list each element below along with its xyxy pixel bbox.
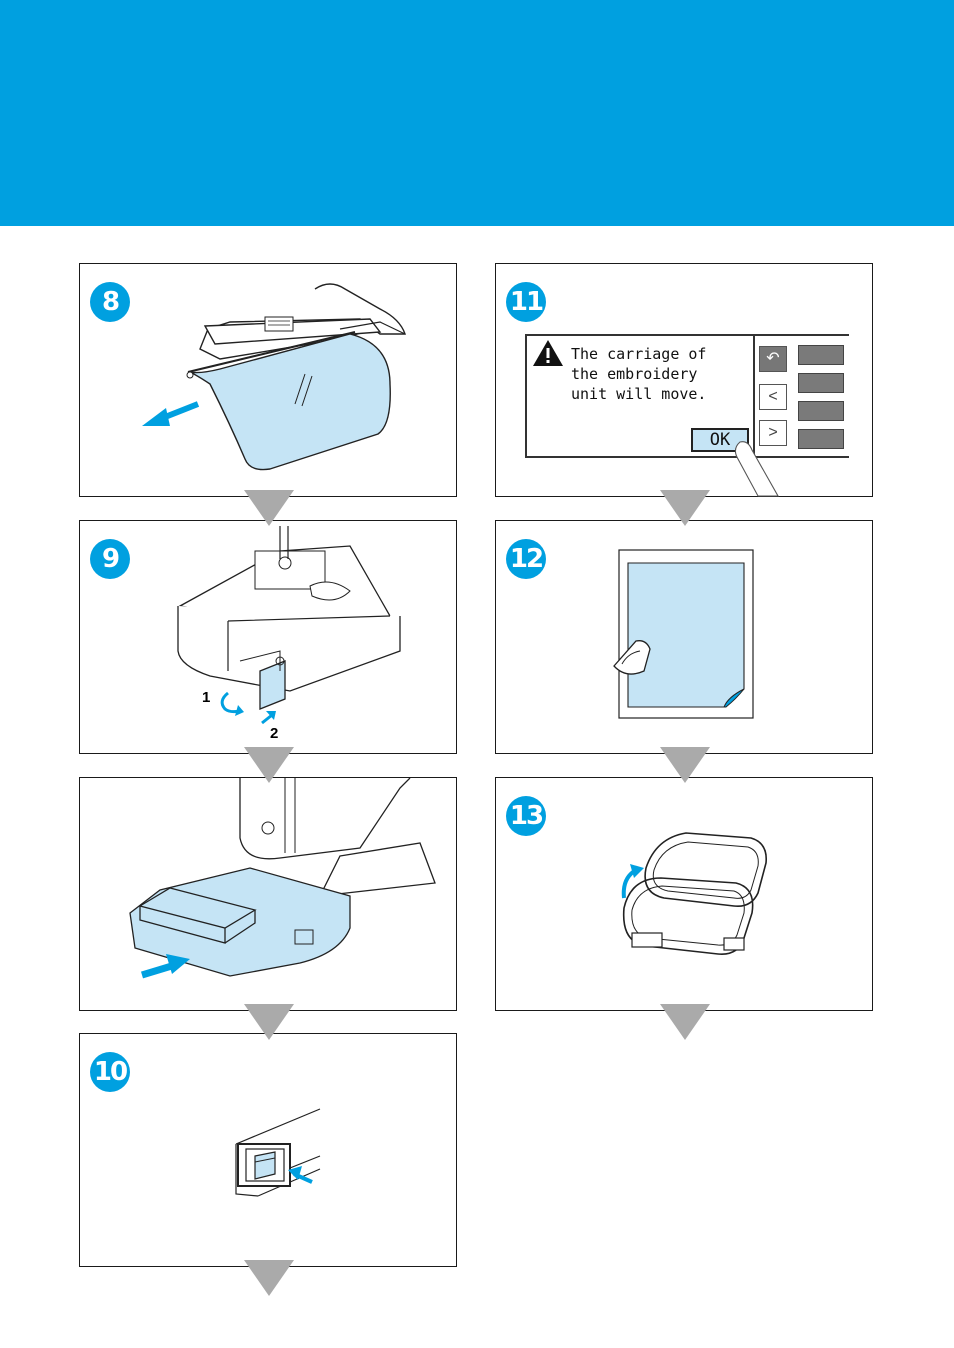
step-9-panel: 9 1 2 bbox=[79, 520, 457, 754]
step-number-badge: 9 bbox=[90, 539, 130, 579]
ok-button[interactable]: OK bbox=[691, 428, 749, 452]
step-8-panel: 8 bbox=[79, 263, 457, 497]
next-icon[interactable]: > bbox=[759, 420, 787, 446]
prev-icon[interactable]: < bbox=[759, 384, 787, 410]
list-icon[interactable] bbox=[798, 373, 844, 393]
lcd-message-box: The carriage of the embroidery unit will… bbox=[525, 334, 755, 458]
attach-unit-panel bbox=[79, 777, 457, 1011]
stabilizer-ironing-illustration bbox=[613, 549, 754, 719]
flow-arrow bbox=[244, 1004, 294, 1040]
flow-arrow bbox=[660, 747, 710, 783]
flow-arrow bbox=[660, 490, 710, 526]
step-11-panel: 11 The carriage of the embroidery unit w… bbox=[495, 263, 873, 497]
flow-arrow bbox=[244, 1260, 294, 1296]
flow-arrow bbox=[244, 747, 294, 783]
return-icon[interactable]: ↶ bbox=[759, 346, 787, 372]
embroidery-frame-illustration bbox=[621, 832, 768, 955]
accessory-door-illustration bbox=[177, 526, 401, 725]
step-number-badge: 10 bbox=[90, 1052, 130, 1092]
step-number-badge: 13 bbox=[506, 796, 546, 836]
step-number-badge: 11 bbox=[506, 282, 546, 322]
embroidery-icon[interactable] bbox=[798, 345, 844, 365]
step-label-2: 2 bbox=[270, 725, 279, 742]
save-icon[interactable] bbox=[798, 401, 844, 421]
flow-arrow bbox=[660, 1004, 710, 1040]
step-label-1: 1 bbox=[202, 689, 211, 706]
power-switch-illustration bbox=[235, 1108, 321, 1197]
warning-icon bbox=[533, 340, 563, 366]
stitch-icon[interactable] bbox=[798, 429, 844, 449]
header-band bbox=[0, 0, 954, 226]
step-number-badge: 8 bbox=[90, 282, 130, 322]
cover-removal-illustration bbox=[142, 283, 406, 471]
step-13-panel: 13 bbox=[495, 777, 873, 1011]
step-12-panel: 12 bbox=[495, 520, 873, 754]
step-number-badge: 12 bbox=[506, 539, 546, 579]
lcd-message: The carriage of the embroidery unit will… bbox=[571, 345, 707, 403]
flow-arrow bbox=[244, 490, 294, 526]
lcd-side-panel: ↶ < > bbox=[755, 334, 849, 458]
embroidery-unit-illustration bbox=[129, 778, 436, 979]
step-10-panel: 10 bbox=[79, 1033, 457, 1267]
